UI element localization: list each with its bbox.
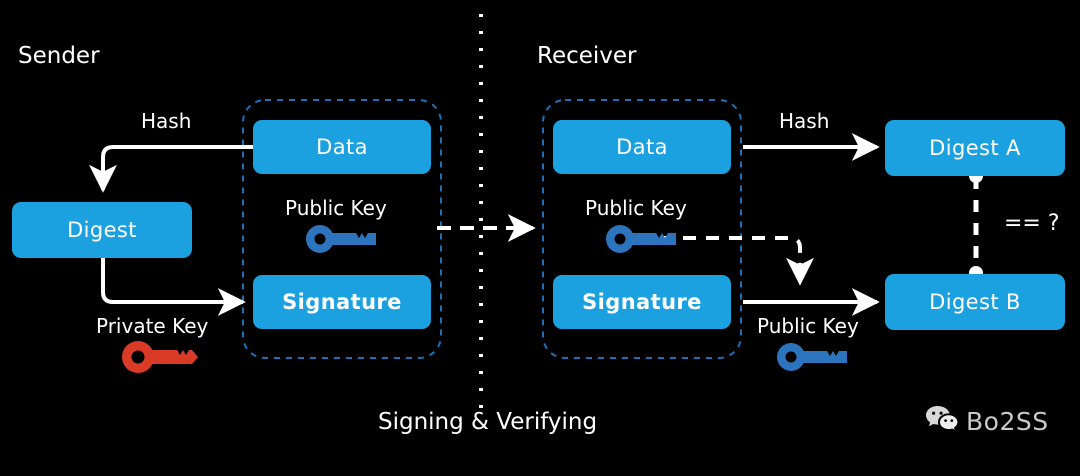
receiver-hash-label: Hash — [779, 109, 830, 133]
receiver-title: Receiver — [537, 43, 637, 69]
receiver-group-outline — [542, 99, 742, 359]
sender-public-key-icon — [306, 225, 376, 257]
receiver-signature-node[interactable]: Signature — [553, 275, 731, 329]
compare-label: == ? — [1004, 211, 1060, 236]
sender-digest-node[interactable]: Digest — [12, 202, 192, 258]
receiver-verify-key-icon — [777, 343, 847, 375]
receiver-verify-key-label: Public Key — [757, 314, 859, 338]
diagram-caption: Signing & Verifying — [378, 409, 598, 435]
receiver-public-key-label: Public Key — [585, 196, 687, 220]
sender-signature-node[interactable]: Signature — [253, 275, 431, 329]
private-key-icon — [122, 341, 198, 377]
watermark-text: Bo2SS — [966, 406, 1049, 436]
sender-sign-arrow — [101, 258, 246, 316]
watermark: Bo2SS — [925, 404, 1049, 438]
sender-public-key-label: Public Key — [285, 196, 387, 220]
sender-hash-label: Hash — [141, 109, 192, 133]
receiver-data-node[interactable]: Data — [553, 120, 731, 174]
wechat-icon — [925, 404, 959, 438]
digest-a-node[interactable]: Digest A — [885, 120, 1065, 176]
digest-b-node[interactable]: Digest B — [885, 274, 1065, 330]
public-key-dashed-path — [660, 236, 814, 286]
sender-data-node[interactable]: Data — [253, 120, 431, 174]
sender-private-key-label: Private Key — [96, 314, 209, 338]
receiver-public-key-icon — [606, 225, 676, 257]
sender-hash-arrow — [89, 145, 253, 193]
sender-group-outline — [242, 99, 442, 359]
sender-title: Sender — [18, 43, 100, 69]
